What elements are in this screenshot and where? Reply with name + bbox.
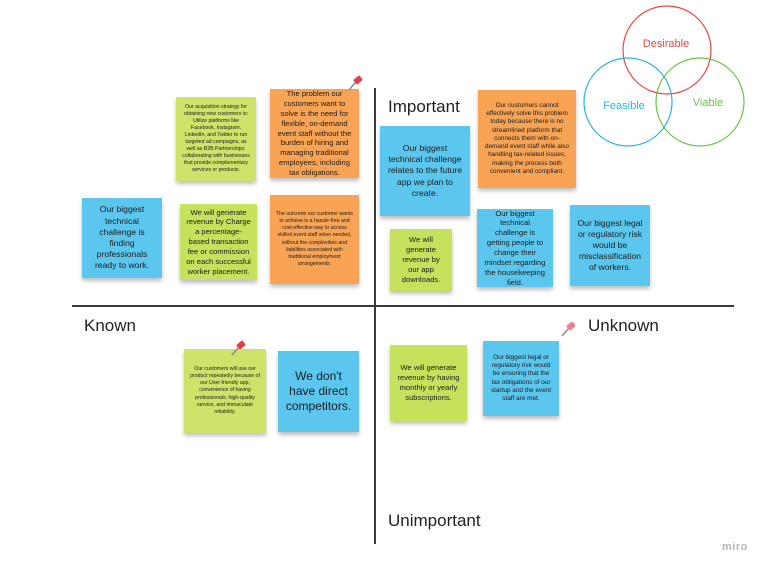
pin-icon <box>348 75 363 91</box>
sticky-note-problem[interactable]: The problem our customers want to solve … <box>270 89 359 178</box>
viable-label: Viable <box>693 97 723 109</box>
sticky-note-legal-misclassification[interactable]: Our biggest legal or regulatory risk wou… <box>570 205 650 286</box>
sticky-note-revenue-subscriptions[interactable]: We will generate revenue by having month… <box>390 345 467 421</box>
sticky-note-tech-challenge-mindset[interactable]: Our biggest technical challenge is getti… <box>477 209 553 287</box>
sticky-note-repeat-use[interactable]: Our customers will use our product repea… <box>184 349 266 433</box>
sticky-note-tech-challenge-professionals[interactable]: Our biggest technical challenge is findi… <box>82 198 162 278</box>
vertical-axis <box>374 88 376 544</box>
desirable-circle <box>622 5 712 95</box>
sticky-note-legal-tax[interactable]: Our biggest legal or regulatory risk wou… <box>483 341 559 416</box>
miro-watermark: miro <box>722 541 748 553</box>
axis-label-known: Known <box>84 316 136 335</box>
desirable-label: Desirable <box>643 38 689 50</box>
sticky-note-outcome[interactable]: The outcome our customer wants to achiev… <box>270 195 359 284</box>
feasible-circle <box>583 57 673 147</box>
feasible-label: Feasible <box>603 100 645 112</box>
pin-icon <box>231 340 246 356</box>
pin-icon <box>561 321 576 337</box>
sticky-note-revenue-fee[interactable]: We will generate revenue by Charge a per… <box>180 204 257 280</box>
axis-label-unimportant: Unimportant <box>388 511 481 530</box>
horizontal-axis <box>72 305 734 307</box>
sticky-note-revenue-downloads[interactable]: We will generate revenue by our app down… <box>390 229 452 291</box>
axis-label-important: Important <box>388 97 460 116</box>
viable-circle <box>655 57 745 147</box>
sticky-note-tech-challenge-app[interactable]: Our biggest technical challenge relates … <box>380 126 470 216</box>
sticky-note-acquisition[interactable]: Our acquisition strategy for obtaining n… <box>176 97 256 181</box>
sticky-note-no-competitors[interactable]: We don't have direct competitors. <box>278 351 359 432</box>
venn-diagram: Desirable Feasible Viable <box>583 5 745 147</box>
axis-label-unknown: Unknown <box>588 316 659 335</box>
sticky-note-cannot-solve[interactable]: Our customers cannot effectively solve t… <box>478 90 576 188</box>
